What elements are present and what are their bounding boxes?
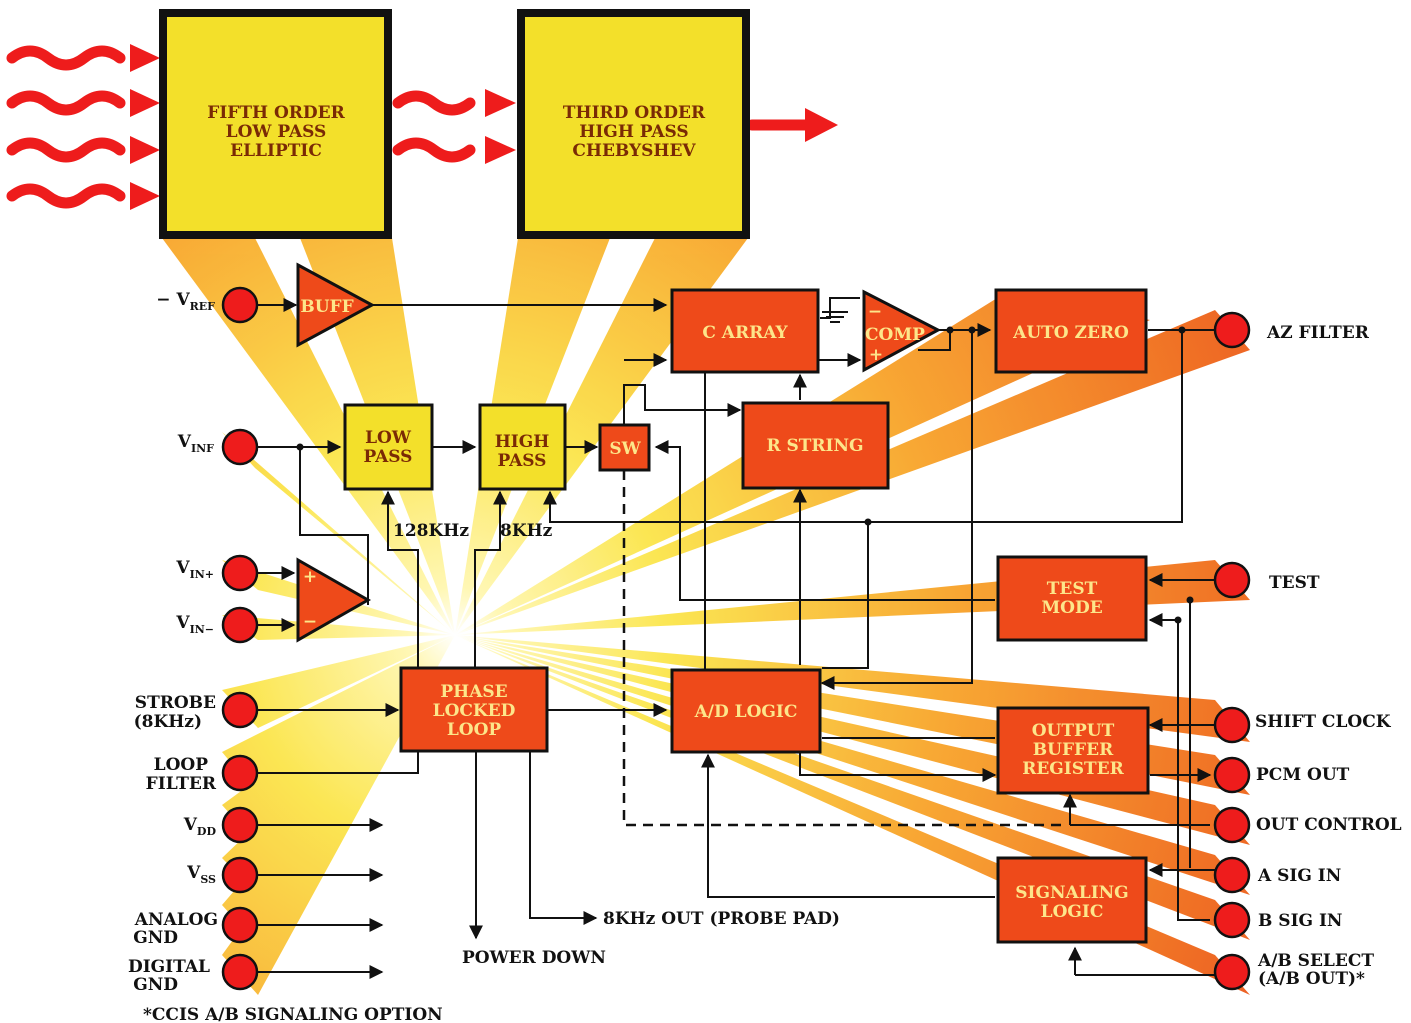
high-pass-line1: HIGH	[495, 432, 550, 452]
right-pins	[1213, 311, 1251, 991]
high-pass-line2: PASS	[498, 451, 547, 471]
signaling-logic-block	[996, 856, 1148, 944]
freq-8khz: 8KHz	[500, 521, 553, 541]
opamp-minus: −	[303, 612, 317, 632]
a-sig-in-label: A SIG IN	[1257, 866, 1341, 886]
pll-line1: PHASE	[440, 682, 507, 702]
ground-icon	[822, 311, 848, 323]
shift-clock-label: SHIFT CLOCK	[1255, 712, 1392, 732]
power-down-label: POWER DOWN	[462, 948, 606, 968]
junction-dots	[296, 326, 1194, 624]
pll-line2: LOCKED	[433, 701, 516, 721]
third-order-line1: THIRD ORDER	[563, 103, 706, 123]
freq-128khz: 128KHz	[393, 521, 469, 541]
output-buffer-line3: REGISTER	[1022, 759, 1124, 779]
low-pass-block	[343, 403, 434, 491]
input-wave-arrows	[6, 45, 811, 209]
r-string-block	[741, 401, 890, 490]
fifth-order-filter-block	[159, 9, 392, 239]
auto-zero-label: AUTO ZERO	[1012, 323, 1129, 343]
vin-minus-label: VIN−	[175, 613, 214, 636]
output-buffer-line2: BUFFER	[1033, 740, 1114, 760]
high-pass-block	[478, 403, 567, 491]
loop-filter-line2: FILTER	[146, 774, 217, 794]
vref-label: − VREF	[156, 290, 215, 313]
test-mode-block	[996, 555, 1148, 642]
test-mode-line1: TEST	[1047, 579, 1098, 599]
ad-logic-label: A/D LOGIC	[694, 702, 798, 722]
sw-block	[598, 423, 651, 472]
fifth-order-line1: FIFTH ORDER	[207, 103, 345, 123]
loop-filter-line1: LOOP	[154, 755, 209, 775]
test-mode-line2: MODE	[1041, 598, 1102, 618]
probe-out-label: 8KHz OUT (PROBE PAD)	[603, 909, 840, 929]
buff-label: BUFF	[300, 297, 353, 317]
footnote: *CCIS A/B SIGNALING OPTION	[143, 1005, 443, 1023]
input-opamp	[296, 557, 372, 643]
third-order-line3: CHEBYSHEV	[572, 141, 696, 161]
sw-label: SW	[609, 439, 641, 459]
comp-plus: +	[869, 345, 883, 365]
vss-label: VSS	[186, 863, 216, 886]
analog-gnd-line2: GND	[133, 928, 178, 948]
c-array-block	[670, 288, 820, 374]
pcm-out-label: PCM OUT	[1256, 765, 1350, 785]
third-order-line2: HIGH PASS	[579, 122, 688, 142]
digital-gnd-line1: DIGITAL	[128, 957, 210, 977]
vdd-label: VDD	[183, 815, 217, 838]
ad-logic-block	[670, 668, 822, 754]
az-filter-label: AZ FILTER	[1266, 323, 1370, 343]
ab-select-line1: A/B SELECT	[1257, 951, 1374, 971]
third-order-filter-block	[517, 9, 750, 239]
signaling-logic-line2: LOGIC	[1041, 902, 1104, 922]
ab-select-line2: (A/B OUT)*	[1258, 969, 1365, 989]
low-pass-line2: PASS	[364, 447, 413, 467]
out-control-label: OUT CONTROL	[1256, 815, 1402, 835]
comparator	[862, 289, 942, 373]
output-buffer-register-block	[996, 706, 1150, 795]
auto-zero-block	[994, 288, 1148, 374]
signaling-logic-line1: SIGNALING	[1015, 883, 1128, 903]
fifth-order-line3: ELLIPTIC	[230, 141, 322, 161]
fifth-order-line2: LOW PASS	[226, 122, 327, 142]
c-array-label: C ARRAY	[702, 323, 788, 343]
pll-line3: LOOP	[447, 720, 502, 740]
b-sig-in-label: B SIG IN	[1258, 911, 1342, 931]
output-buffer-line1: OUTPUT	[1032, 721, 1115, 741]
strobe-label-line2: (8KHz)	[134, 712, 202, 732]
phase-locked-loop-block	[399, 666, 549, 753]
comp-label: COMP	[865, 325, 925, 345]
buff-amp	[296, 262, 376, 348]
analog-gnd-line1: ANALOG	[134, 910, 218, 930]
comp-minus: −	[868, 302, 882, 322]
opamp-plus: +	[303, 567, 317, 587]
low-pass-line1: LOW	[365, 428, 412, 448]
vin-plus-label: VIN+	[175, 558, 214, 581]
wave-arrow-heads	[130, 44, 838, 210]
left-pins	[221, 286, 259, 991]
vinf-label: VINF	[177, 432, 214, 455]
strobe-label-line1: STROBE	[135, 693, 216, 713]
r-string-label: R STRING	[766, 436, 863, 456]
digital-gnd-line2: GND	[133, 975, 178, 995]
test-label: TEST	[1269, 573, 1320, 593]
